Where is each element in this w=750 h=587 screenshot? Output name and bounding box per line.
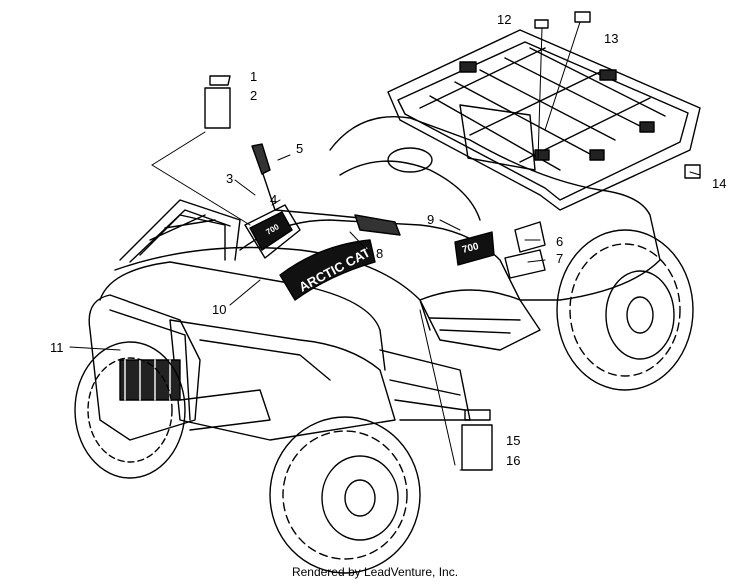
callout-5: 5 bbox=[296, 141, 303, 156]
callout-9: 9 bbox=[427, 212, 434, 227]
side-badge: 700 bbox=[454, 231, 495, 266]
decal-shapes bbox=[204, 11, 701, 471]
callout-6: 6 bbox=[556, 234, 563, 249]
callout-15: 15 bbox=[506, 433, 520, 448]
rear-rack bbox=[387, 29, 701, 211]
callout-8: 8 bbox=[376, 246, 383, 261]
callout-10: 10 bbox=[212, 302, 226, 317]
callout-7: 7 bbox=[556, 251, 563, 266]
callout-14: 14 bbox=[712, 176, 726, 191]
front-left-wheel bbox=[74, 341, 186, 479]
callout-3: 3 bbox=[226, 171, 233, 186]
callout-13: 13 bbox=[604, 31, 618, 46]
callout-16: 16 bbox=[506, 453, 520, 468]
front-right-wheel bbox=[269, 416, 421, 574]
side-badge-text: 700 bbox=[461, 241, 480, 256]
front-bumper bbox=[88, 294, 271, 441]
render-credit: Rendered by LeadVenture, Inc. bbox=[291, 565, 459, 579]
front-rack bbox=[119, 199, 241, 263]
atv-body bbox=[99, 104, 661, 441]
handlebar-assembly: 700 bbox=[244, 143, 401, 259]
callout-4: 4 bbox=[270, 192, 277, 207]
callout-numbers: 1 2 3 4 5 6 7 8 9 10 11 12 13 14 15 16 bbox=[50, 12, 726, 468]
leader-lines bbox=[69, 21, 701, 471]
rear-right-wheel bbox=[556, 229, 694, 391]
callout-2: 2 bbox=[250, 88, 257, 103]
callout-1: 1 bbox=[250, 69, 257, 84]
callout-12: 12 bbox=[497, 12, 511, 27]
callout-11: 11 bbox=[50, 340, 64, 355]
